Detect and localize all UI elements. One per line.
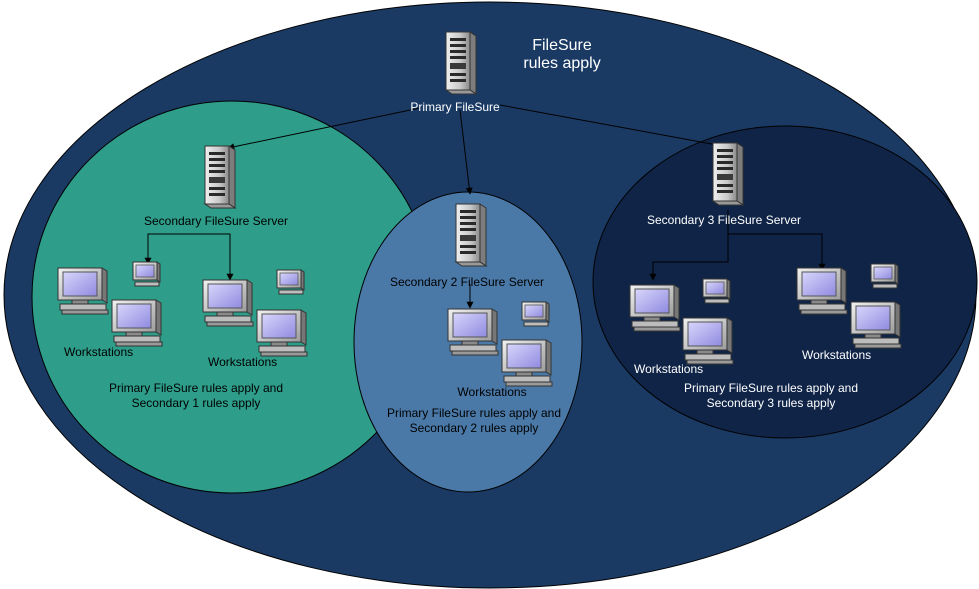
zone-3-rules-line-1: Primary FileSure rules apply and — [683, 381, 859, 395]
link-secondary-1-to-workstations — [147, 233, 231, 279]
link-primary-to-secondary-1 — [227, 107, 421, 151]
zone-3-rules-line-2: Secondary 3 rules apply — [706, 396, 836, 410]
secondary-3-server-label: Secondary 3 FileSure Server — [646, 213, 802, 227]
primary-server-icon — [445, 31, 477, 95]
workstation-icon — [111, 299, 163, 347]
workstation-icon — [256, 309, 308, 357]
zone-2-rules-line-2: Secondary 2 rules apply — [409, 421, 539, 435]
secondary-1-server-icon — [204, 145, 236, 209]
secondary-1-server-label: Secondary FileSure Server — [143, 214, 289, 228]
title-line-1: FileSure — [532, 37, 592, 54]
link-secondary-3-to-workstations — [649, 210, 729, 281]
zone-2-rules-line-1: Primary FileSure rules apply and — [386, 406, 562, 420]
zone-2-rules-text: Primary FileSure rules apply and Seconda… — [387, 406, 561, 436]
zone-1-rules-text: Primary FileSure rules apply and Seconda… — [109, 381, 283, 411]
link-primary-to-secondary-2 — [459, 109, 473, 195]
link-primary-to-secondary-3 — [499, 104, 729, 150]
zone-1-rules-line-2: Secondary 1 rules apply — [131, 396, 261, 410]
workstation-icon — [202, 279, 254, 327]
zone-3-workstations-label-a: Workstations — [634, 362, 704, 376]
workstation-icon — [276, 269, 305, 295]
zone-1-rules-line-1: Primary FileSure rules apply and — [108, 381, 284, 395]
workstation-icon — [682, 317, 734, 365]
workstation-icon — [702, 278, 731, 304]
title-line-2: rules apply — [523, 55, 601, 73]
workstation-icon — [870, 263, 899, 289]
workstation-icon — [850, 301, 902, 349]
zone-3-rules-text: Primary FileSure rules apply and Seconda… — [684, 381, 858, 411]
secondary-2-server-icon — [455, 203, 487, 267]
workstation-icon — [501, 339, 553, 387]
secondary-2-server-label: Secondary 2 FileSure Server — [389, 275, 545, 289]
workstation-icon — [57, 267, 109, 315]
secondary-3-server-icon — [712, 142, 744, 206]
diagram-title: FileSure rules apply — [523, 37, 600, 74]
workstation-icon — [447, 308, 499, 356]
zone-1-workstations-label-a: Workstations — [64, 345, 134, 359]
primary-server-label: Primary FileSure — [410, 100, 500, 114]
workstation-icon — [521, 301, 550, 327]
zone-1-workstations-label-b: Workstations — [208, 355, 278, 369]
workstation-icon — [796, 267, 848, 315]
link-secondary-3-to-workstations-b — [728, 233, 826, 271]
zone-2-workstations-label: Workstations — [457, 385, 527, 399]
zone-3-workstations-label-b: Workstations — [802, 348, 872, 362]
workstation-icon — [629, 284, 681, 332]
workstation-icon — [132, 261, 161, 287]
